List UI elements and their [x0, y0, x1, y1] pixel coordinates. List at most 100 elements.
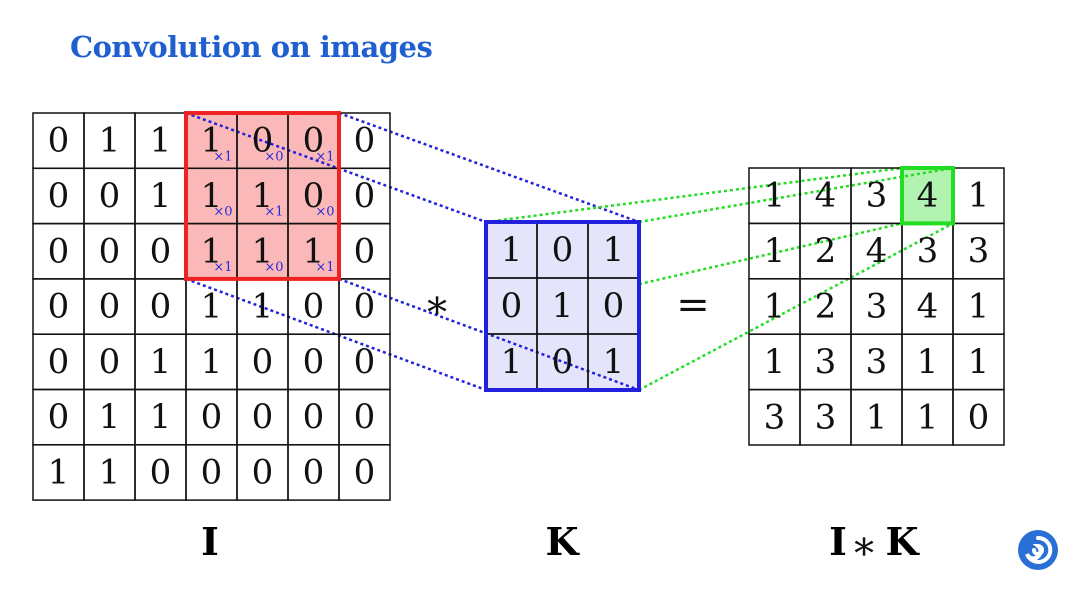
kernel-value: 1 [501, 342, 523, 382]
blue-connector-line [185, 277, 487, 392]
input-value: 0 [99, 342, 121, 382]
output-value: 1 [764, 231, 786, 271]
input-value: 0 [48, 121, 70, 161]
output-value: 4 [917, 287, 939, 327]
kernel-value: 1 [501, 230, 523, 270]
output-value: 1 [968, 176, 990, 216]
input-value: 1 [150, 176, 172, 216]
kernel-value: 1 [603, 342, 625, 382]
input-value: 0 [354, 452, 376, 492]
output-value: 1 [968, 287, 990, 327]
output-value: 1 [764, 342, 786, 382]
output-value: 2 [815, 287, 837, 327]
equals-operator: = [676, 282, 710, 328]
blue-connector-line [185, 111, 487, 224]
input-value: 1 [150, 397, 172, 437]
input-value: 0 [201, 397, 223, 437]
output-value: 0 [968, 397, 990, 437]
highlight-borders [184, 111, 955, 392]
page-title: Convolution on images [70, 30, 433, 64]
input-value: 1 [99, 397, 121, 437]
output-label-op: ∗ [850, 523, 877, 569]
input-value: 0 [48, 231, 70, 271]
input-value: 0 [99, 231, 121, 271]
kernel-value: 0 [552, 230, 574, 270]
output-highlight-fill [902, 168, 953, 224]
output-value: 3 [815, 342, 837, 382]
input-value: 0 [354, 176, 376, 216]
input-value: 0 [354, 121, 376, 161]
multiplier-label: ×0 [264, 149, 283, 164]
input-value: 0 [303, 452, 325, 492]
output-value: 2 [815, 231, 837, 271]
input-value: 1 [201, 342, 223, 382]
input-value: 0 [48, 342, 70, 382]
multiplier-label: ×0 [213, 205, 232, 220]
green-connector-line [638, 222, 903, 286]
green-connector-line [485, 166, 903, 224]
output-value: 1 [968, 342, 990, 382]
input-value: 0 [99, 287, 121, 327]
input-value: 0 [252, 452, 274, 492]
blue-connector-line [338, 277, 640, 392]
multiplier-label: ×1 [315, 260, 334, 275]
kernel-value: 1 [603, 230, 625, 270]
kernel-fill [486, 222, 639, 390]
kernel-label: K [545, 519, 580, 564]
input-value: 0 [99, 176, 121, 216]
swirl-logo-icon [1018, 530, 1058, 570]
input-value: 1 [99, 121, 121, 161]
green-connector-line [638, 222, 954, 392]
input-value: 0 [303, 176, 325, 216]
output-cell-border [900, 166, 955, 226]
multiplier-label: ×1 [264, 205, 283, 220]
input-kernel-connector-lines [185, 111, 640, 392]
output-matrix-grid [748, 167, 1005, 446]
multiplier-label: ×0 [315, 205, 334, 220]
input-value: 1 [150, 342, 172, 382]
kernel-border [484, 220, 641, 392]
input-value: 0 [252, 397, 274, 437]
output-cell-shade [902, 168, 953, 224]
output-value: 1 [866, 397, 888, 437]
input-value: 0 [252, 121, 274, 161]
input-value: 0 [354, 231, 376, 271]
input-value: 0 [354, 342, 376, 382]
kernel-value: 0 [501, 286, 523, 326]
output-value: 3 [917, 231, 939, 271]
kernel-shade [486, 222, 639, 390]
multiplier-label: ×1 [315, 149, 334, 164]
output-value: 3 [815, 397, 837, 437]
input-value: 1 [252, 231, 274, 271]
input-value: 1 [201, 231, 223, 271]
input-value: 0 [303, 342, 325, 382]
multiplier-label: ×1 [213, 149, 232, 164]
input-value: 1 [252, 176, 274, 216]
input-value: 1 [150, 121, 172, 161]
kernel-multiplier-labels: ×1×0×1×0×1×0×1×0×1 [213, 149, 334, 275]
input-value: 1 [201, 176, 223, 216]
input-window-border [184, 111, 341, 281]
output-value: 4 [866, 231, 888, 271]
output-label-right: K [885, 519, 920, 564]
input-value: 0 [354, 397, 376, 437]
kernel-value: 1 [552, 286, 574, 326]
convolve-operator: ∗ [423, 282, 450, 328]
output-value: 4 [917, 176, 939, 216]
input-value: 0 [48, 176, 70, 216]
input-value: 1 [201, 121, 223, 161]
input-value: 0 [201, 452, 223, 492]
input-value: 0 [48, 397, 70, 437]
kernel-value: 0 [603, 286, 625, 326]
input-value: 0 [303, 287, 325, 327]
blue-connector-line [338, 111, 640, 224]
input-value: 1 [201, 287, 223, 327]
input-value: 1 [99, 452, 121, 492]
kernel-value: 0 [552, 342, 574, 382]
output-value: 3 [968, 231, 990, 271]
input-value: 0 [150, 231, 172, 271]
input-value: 0 [354, 287, 376, 327]
